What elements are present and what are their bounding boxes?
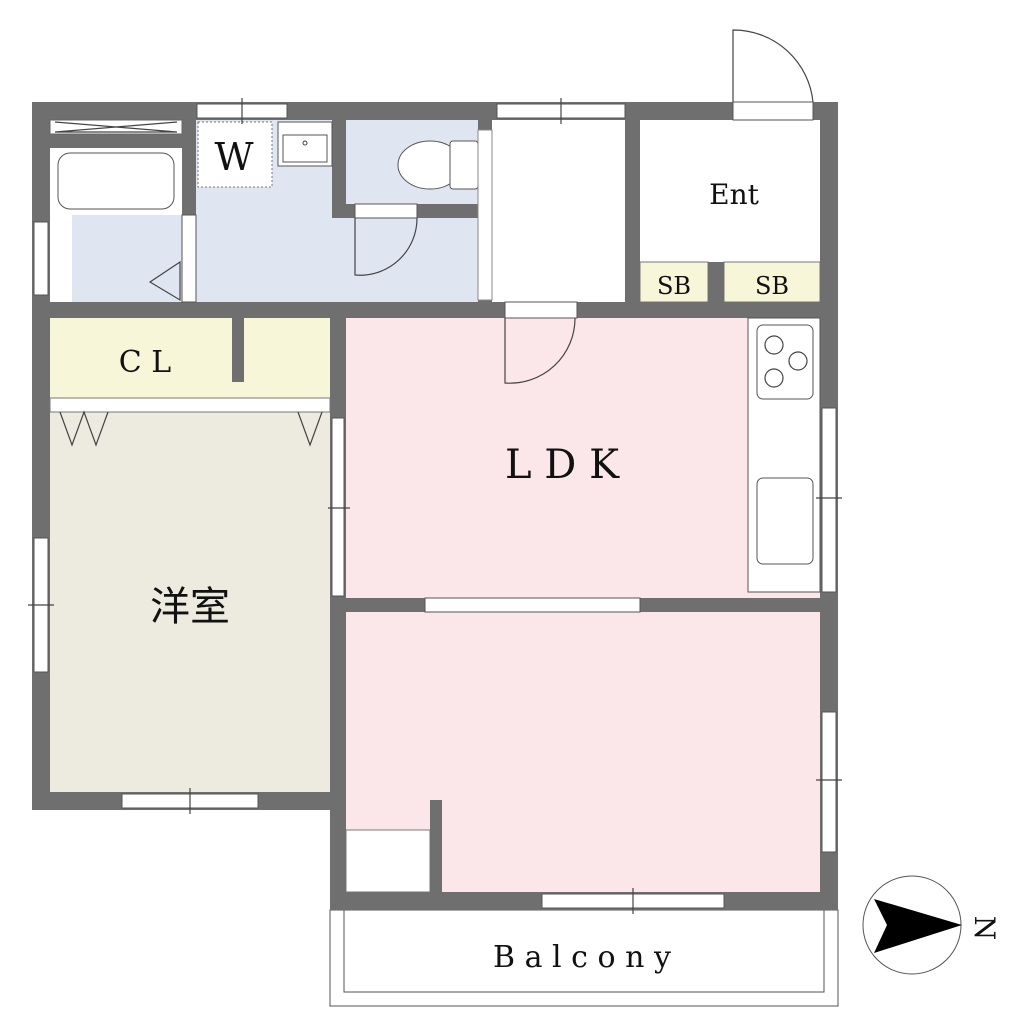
washroom-label: W [214, 135, 253, 179]
hall-floor [492, 120, 625, 302]
western-room-label: 洋室 [150, 584, 230, 630]
toilet-icon [397, 140, 479, 190]
compass-icon: N [862, 875, 1001, 975]
entrance-label: Ent [709, 178, 759, 211]
shoe-box-1-label: SB [657, 272, 691, 300]
kitchen-sink-icon [756, 477, 814, 565]
stove-icon [756, 324, 814, 400]
doors [181, 29, 814, 384]
storage-box [345, 829, 431, 893]
closet-floor [50, 318, 332, 398]
ldk-label: L D K [505, 442, 620, 488]
ldk-floor [346, 318, 820, 598]
bathtub-icon [57, 152, 175, 210]
kitchen-counter [747, 317, 821, 593]
balcony-label: B a l c o n y [493, 940, 671, 975]
windows [28, 98, 842, 914]
washing-machine-space [197, 121, 273, 188]
closet-label: C L [119, 345, 171, 380]
north-label: N [968, 916, 1001, 941]
bath-dry-floor [72, 215, 182, 302]
shoe-box-2 [723, 261, 821, 303]
shoe-box-2-label: SB [755, 272, 789, 300]
western-room-floor [50, 412, 330, 792]
